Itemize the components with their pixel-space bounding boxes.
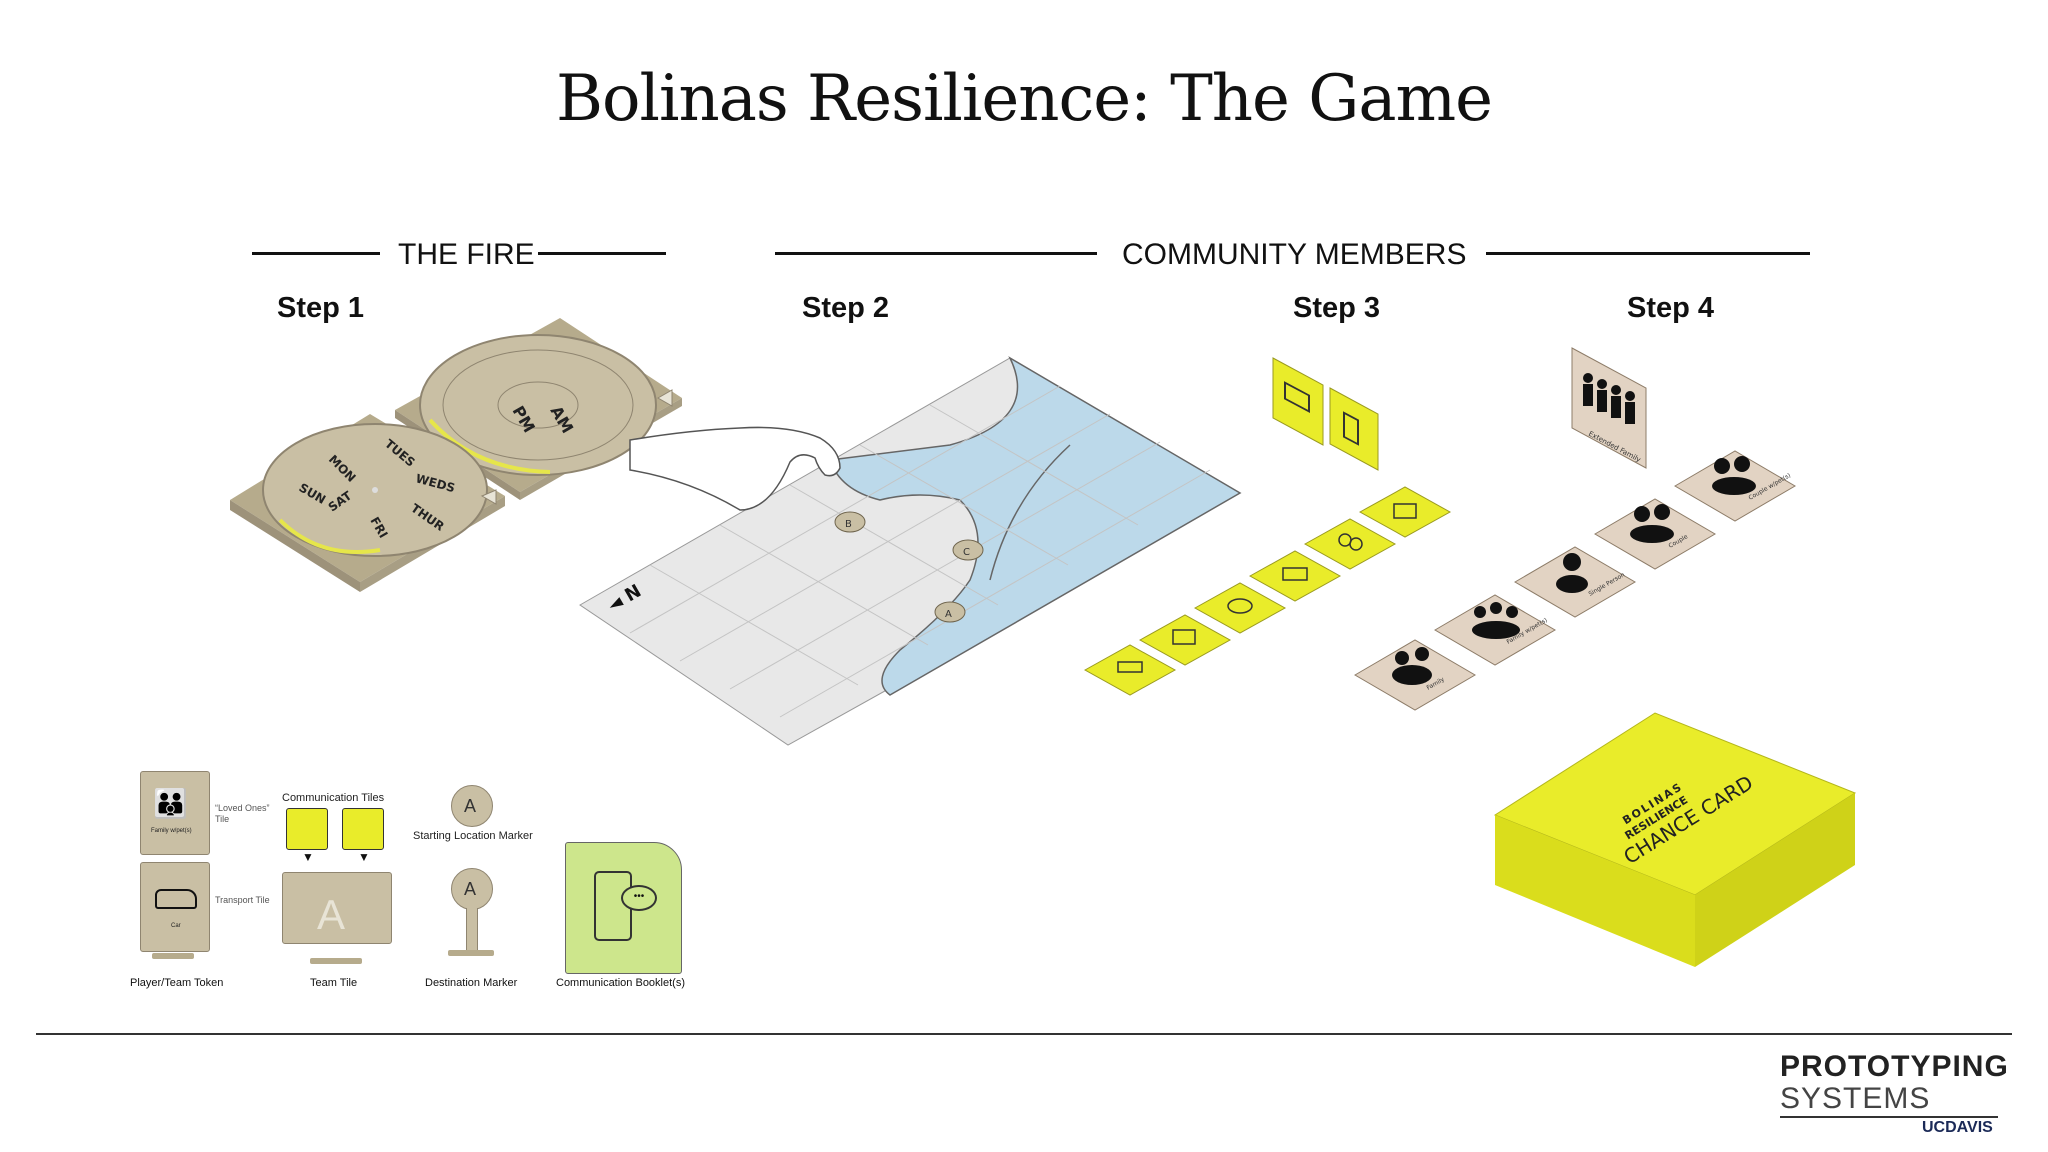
upright-tile-radio-icon (1272, 357, 1324, 446)
community-rule-right (1486, 252, 1810, 255)
comm-tile-2 (1138, 614, 1232, 666)
comm-tile-radio-icon (342, 808, 384, 850)
svg-text:A: A (945, 609, 952, 620)
starting-location-label: Starting Location Marker (413, 830, 533, 842)
upright-tile-extended-family: Extended Family (1571, 347, 1647, 469)
destination-marker-head: A (451, 868, 493, 910)
team-tile-letter: A (317, 891, 346, 938)
logo-systems: SYSTEMS (1780, 1082, 1931, 1115)
fire-dials: AM PM MON TUES WEDS THUR FRI SAT SUN (230, 318, 682, 592)
destination-marker-base (448, 950, 494, 956)
loved-ones-label: “Loved Ones” Tile (215, 803, 270, 824)
token-base (152, 953, 194, 959)
start-marker-letter: A (464, 796, 477, 816)
marker-a: A (934, 601, 966, 623)
legend-booklet: ••• Communication Booklet(s) (555, 840, 695, 1000)
comm-tile-6 (1358, 486, 1452, 538)
flat-tile-couple: Couple (1594, 498, 1716, 570)
step-2-label: Step 2 (802, 292, 890, 324)
flat-tile-couple-with-pets: Couple w/pet(s) (1674, 450, 1796, 522)
arrow-down-icon: ▼ (302, 850, 314, 864)
marker-b: B (834, 511, 866, 533)
upright-tile-phone-icon (1329, 387, 1379, 471)
island-map: ◄ N B C A (579, 356, 1242, 746)
logo-prototyping: PROTOTYPING (1780, 1050, 2009, 1083)
logo-ucdavis: UCDAVIS (1922, 1119, 1993, 1136)
flat-tile-single-person: Single Person (1514, 546, 1636, 618)
communication-booklet: ••• (565, 842, 682, 974)
step-3-label: Step 3 (1293, 292, 1381, 324)
destination-marker-stem (466, 908, 478, 950)
chance-card-deck: BOLINAS RESILIENCE CHANCE CARD (1493, 712, 1857, 967)
hand-illustration (629, 426, 841, 511)
transport-tile: Car (140, 862, 210, 952)
car-label: Car (171, 923, 181, 929)
chat-bubble-icon: ••• (621, 885, 657, 911)
caption-player-token: Player/Team Token (130, 977, 224, 989)
fire-rule-right (538, 252, 666, 255)
destination-marker-letter: A (464, 879, 477, 899)
marker-c: C (952, 539, 984, 561)
map-water (828, 356, 1242, 696)
comm-tile-chat-icon (286, 808, 328, 850)
step-1-label: Step 1 (277, 292, 365, 324)
legend-markers: A Starting Location Marker A Destination… (410, 782, 550, 998)
car-icon (155, 889, 197, 909)
logo-rule (1780, 1116, 1998, 1118)
transport-label: Transport Tile (215, 895, 270, 905)
flat-tile-family: Family (1354, 639, 1476, 711)
flat-tile-row (1083, 486, 1452, 696)
step-4-label: Step 4 (1627, 292, 1715, 324)
comm-tile-4 (1248, 550, 1342, 602)
comm-tile-1 (1083, 644, 1177, 696)
communication-tiles-label: Communication Tiles (282, 792, 385, 804)
flat-tile-family-with-pets: Family w/pet(s) (1434, 594, 1556, 666)
team-tile-base (310, 958, 362, 964)
family-icon: 👪 (153, 788, 188, 819)
starting-location-marker: A (451, 785, 493, 827)
arrow-down-icon: ▼ (358, 850, 370, 864)
caption-team-tile: Team Tile (310, 977, 358, 989)
svg-text:B: B (845, 519, 852, 530)
household-tiles: Extended Family Family Family w/pet(s) S… (1354, 347, 1796, 711)
comm-tile-3 (1193, 582, 1287, 634)
ampm-dial (419, 334, 657, 476)
caption-destination-marker: Destination Marker (425, 977, 518, 989)
legend-player-token: 👪 Family w/pet(s) “Loved Ones” Tile Car … (120, 765, 320, 995)
loved-ones-tile: 👪 Family w/pet(s) (140, 771, 210, 855)
communication-tiles (1083, 357, 1452, 696)
legend-team-tile: Communication Tiles ▼ ▼ A Team Tile (280, 788, 400, 998)
section-label-community: COMMUNITY MEMBERS (1122, 238, 1467, 271)
svg-text:C: C (963, 547, 970, 558)
footer-rule (36, 1033, 2012, 1035)
family-tile-label: Family w/pet(s) (151, 828, 192, 834)
day-dial-board: MON TUES WEDS THUR FRI SAT SUN (230, 414, 505, 592)
caption-communication-booklet: Communication Booklet(s) (556, 977, 685, 989)
page-title: Bolinas Resilience: The Game (555, 62, 1493, 136)
community-rule-left (775, 252, 1097, 255)
section-label-fire: THE FIRE (398, 238, 535, 271)
fire-rule-left (252, 252, 380, 255)
team-tile: A (282, 872, 392, 944)
